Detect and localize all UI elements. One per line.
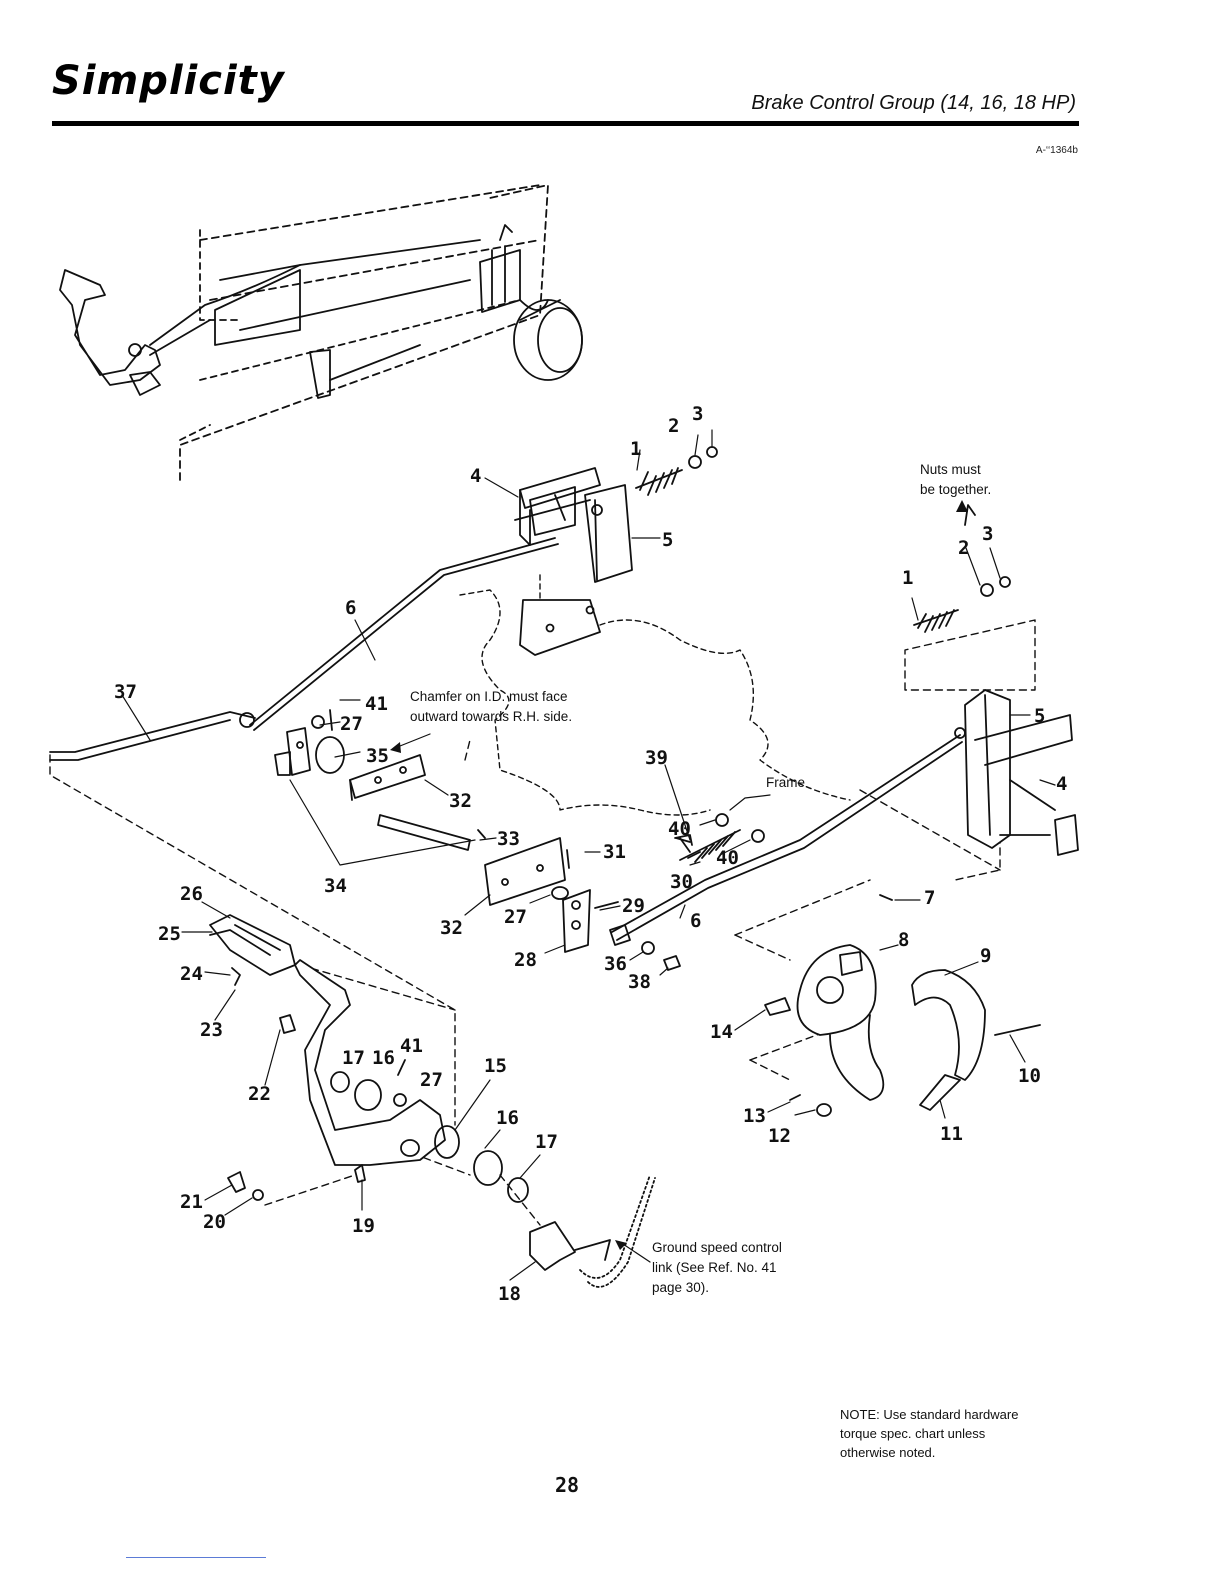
- note-nuts-1: Nuts must: [920, 462, 981, 477]
- callout-33: 33: [497, 828, 520, 850]
- callout-37: 37: [114, 681, 137, 703]
- callout-31: 31: [603, 841, 626, 863]
- brake-rod-upper: [249, 537, 556, 726]
- callout-17b: 17: [535, 1131, 558, 1153]
- plates-and-cross-rod: [349, 754, 570, 906]
- note-ground-2: link (See Ref. No. 41: [652, 1260, 777, 1275]
- footer-note-line-3: otherwise noted.: [840, 1445, 936, 1460]
- note-chamfer-1: Chamfer on I.D. must face: [410, 689, 568, 704]
- callout-2: 2: [668, 415, 679, 437]
- callout-13: 13: [743, 1105, 766, 1127]
- callout-39: 39: [645, 747, 668, 769]
- callout-27c: 27: [420, 1069, 443, 1091]
- callout-11: 11: [940, 1123, 963, 1145]
- overview-assembly: [59, 184, 583, 481]
- callout-26: 26: [180, 883, 203, 905]
- callout-22: 22: [248, 1083, 271, 1105]
- callout-30: 30: [670, 871, 693, 893]
- callout-36: 36: [604, 953, 627, 975]
- callout-18: 18: [498, 1283, 521, 1305]
- callout-6b: 6: [690, 910, 701, 932]
- bolt-39: [675, 837, 691, 843]
- callout-1: 1: [630, 438, 641, 460]
- callout-34: 34: [324, 875, 347, 897]
- callout-32: 32: [449, 790, 472, 812]
- callout-4: 4: [470, 465, 481, 487]
- callout-41b: 41: [400, 1035, 423, 1057]
- callout-2b: 2: [958, 537, 969, 559]
- header-rule: [52, 121, 1079, 126]
- callout-27b: 27: [504, 906, 527, 928]
- callout-41: 41: [365, 693, 388, 715]
- note-ground-3: page 30).: [652, 1280, 709, 1295]
- brake-bracket-left: [514, 467, 633, 656]
- callout-9: 9: [980, 945, 991, 967]
- pin-washer-bushing: [274, 709, 345, 776]
- callout-24: 24: [180, 963, 203, 985]
- footer-note-line-2: torque spec. chart unless: [840, 1426, 986, 1441]
- callout-40b: 40: [716, 847, 739, 869]
- callout-17: 17: [342, 1047, 365, 1069]
- callout-38: 38: [628, 971, 651, 993]
- brand-logo: Simplicity: [52, 58, 285, 104]
- callout-8: 8: [898, 929, 909, 951]
- spring-and-nuts-right: [913, 504, 1011, 633]
- callout-27: 27: [340, 713, 363, 735]
- ground-speed-link: [579, 1174, 651, 1279]
- note-chamfer-2: outward towards R.H. side.: [410, 709, 572, 724]
- callout-10: 10: [1018, 1065, 1041, 1087]
- note-ground-1: Ground speed control: [652, 1240, 782, 1255]
- link-bracket-28: [551, 886, 619, 953]
- callout-1b: 1: [902, 567, 913, 589]
- brake-bracket-right: [954, 689, 1079, 856]
- spring-30-assembly: [674, 813, 765, 863]
- callout-5: 5: [662, 529, 673, 551]
- footer-note: NOTE: Use standard hardware torque spec.…: [840, 1405, 1090, 1462]
- callout-14: 14: [710, 1021, 733, 1043]
- callout-28: 28: [514, 949, 537, 971]
- brake-rod-lower: [609, 734, 963, 946]
- callout-21: 21: [180, 1191, 203, 1213]
- callout-3: 3: [692, 403, 703, 425]
- callout-5b: 5: [1034, 705, 1045, 727]
- brake-pedal-assembly: [209, 914, 611, 1271]
- callout-25: 25: [158, 923, 181, 945]
- page-number: 28: [555, 1473, 580, 1497]
- callout-20: 20: [203, 1211, 226, 1233]
- arrowheads: [390, 500, 968, 1250]
- callout-35: 35: [366, 745, 389, 767]
- callouts: 1 2 3 4 5 6 37 41 27 35 32 33 31 34 32 2…: [114, 403, 1067, 1305]
- page-title: Brake Control Group (14, 16, 18 HP): [751, 92, 1076, 114]
- callout-4b: 4: [1056, 773, 1067, 795]
- callout-32b: 32: [440, 917, 463, 939]
- callout-40: 40: [668, 818, 691, 840]
- brake-rod-37: [49, 711, 256, 761]
- callout-19: 19: [352, 1215, 375, 1237]
- callout-12: 12: [768, 1125, 791, 1147]
- spring-and-nuts-top: [635, 446, 718, 496]
- label-frame: Frame: [766, 775, 805, 790]
- callout-3b: 3: [982, 523, 993, 545]
- drawing-number: A-‘‘1364b: [1035, 145, 1078, 156]
- callout-6: 6: [345, 597, 356, 619]
- callout-16b: 16: [496, 1107, 519, 1129]
- footer-note-line-1: NOTE: Use standard hardware: [840, 1407, 1019, 1422]
- callout-23: 23: [200, 1019, 223, 1041]
- leader-lines: [121, 429, 1056, 1281]
- washer-36-bolt-38: [641, 941, 681, 971]
- callout-15: 15: [484, 1055, 507, 1077]
- callout-29: 29: [622, 895, 645, 917]
- note-nuts-2: be together.: [920, 482, 991, 497]
- brake-drum-assembly: [764, 894, 1041, 1117]
- callout-7: 7: [924, 887, 935, 909]
- bottom-rule: [126, 1557, 266, 1558]
- callout-16: 16: [372, 1047, 395, 1069]
